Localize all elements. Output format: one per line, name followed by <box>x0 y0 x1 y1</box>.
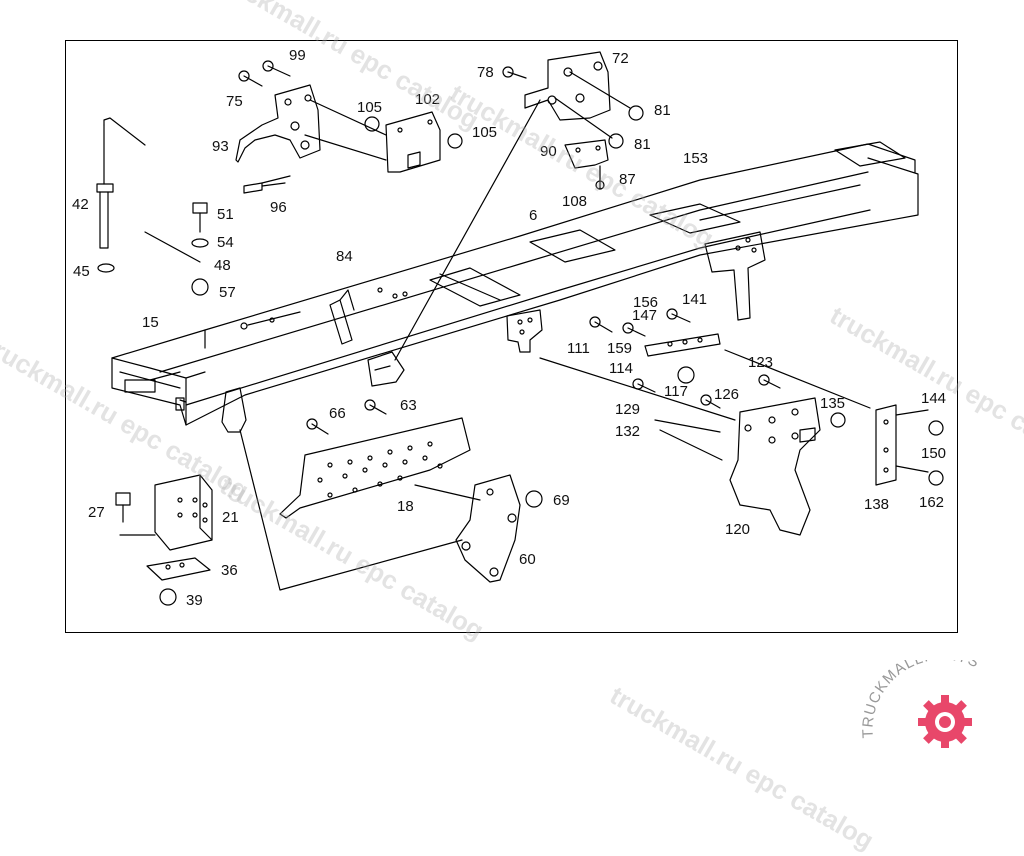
front-bracket-group <box>236 61 462 193</box>
part-label-51: 51 <box>217 207 234 222</box>
part-label-15: 15 <box>142 315 159 330</box>
part-label-123: 123 <box>748 355 773 370</box>
part-label-81a: 81 <box>654 103 671 118</box>
part-label-126: 126 <box>714 387 739 402</box>
part-label-60: 60 <box>519 552 536 567</box>
part-label-153: 153 <box>683 151 708 166</box>
part-label-48: 48 <box>214 258 231 273</box>
part-label-111: 111 <box>567 341 590 356</box>
part-label-90: 90 <box>540 144 557 159</box>
part-label-129: 129 <box>615 402 640 417</box>
part-label-42: 42 <box>72 197 89 212</box>
part-label-75: 75 <box>226 94 243 109</box>
lower-plate-group <box>240 400 542 590</box>
part-label-150: 150 <box>921 446 946 461</box>
part-label-147: 147 <box>632 308 657 323</box>
left-small-parts <box>97 118 208 295</box>
part-label-69: 69 <box>553 493 570 508</box>
part-label-87: 87 <box>619 172 636 187</box>
part-label-132: 132 <box>615 424 640 439</box>
part-label-72: 72 <box>612 51 629 66</box>
part-label-66: 66 <box>329 406 346 421</box>
part-label-93: 93 <box>212 139 229 154</box>
part-label-99: 99 <box>289 48 306 63</box>
part-label-18: 18 <box>397 499 414 514</box>
part-label-78: 78 <box>477 65 494 80</box>
part-label-21: 21 <box>222 510 239 525</box>
bottom-left-group <box>116 475 212 605</box>
part-label-120: 120 <box>725 522 750 537</box>
part-label-54: 54 <box>217 235 234 250</box>
part-label-45: 45 <box>73 264 90 279</box>
part-label-162: 162 <box>919 495 944 510</box>
part-label-36: 36 <box>221 563 238 578</box>
part-label-159: 159 <box>607 341 632 356</box>
exploded-parts-drawing <box>0 0 1024 750</box>
part-label-144: 144 <box>921 391 946 406</box>
part-label-114: 114 <box>609 361 633 376</box>
part-label-135: 135 <box>820 396 845 411</box>
part-label-63: 63 <box>400 398 417 413</box>
part-label-102: 102 <box>415 92 440 107</box>
part-label-108: 108 <box>562 194 587 209</box>
part-label-81b: 81 <box>634 137 651 152</box>
part-label-39: 39 <box>186 593 203 608</box>
part-label-57: 57 <box>219 285 236 300</box>
gear-logo-icon: TRUCKMALLPARTS <box>855 660 1020 748</box>
part-label-141: 141 <box>682 292 707 307</box>
part-label-117: 117 <box>664 384 688 399</box>
part-label-6: 6 <box>529 208 537 223</box>
part-label-27: 27 <box>88 505 105 520</box>
part-label-96: 96 <box>270 200 287 215</box>
part-label-84: 84 <box>336 249 353 264</box>
part-label-138: 138 <box>864 497 889 512</box>
part-label-105a: 105 <box>357 100 382 115</box>
truckmall-parts-logo: TRUCKMALLPARTS <box>855 660 1020 748</box>
part-label-105b: 105 <box>472 125 497 140</box>
